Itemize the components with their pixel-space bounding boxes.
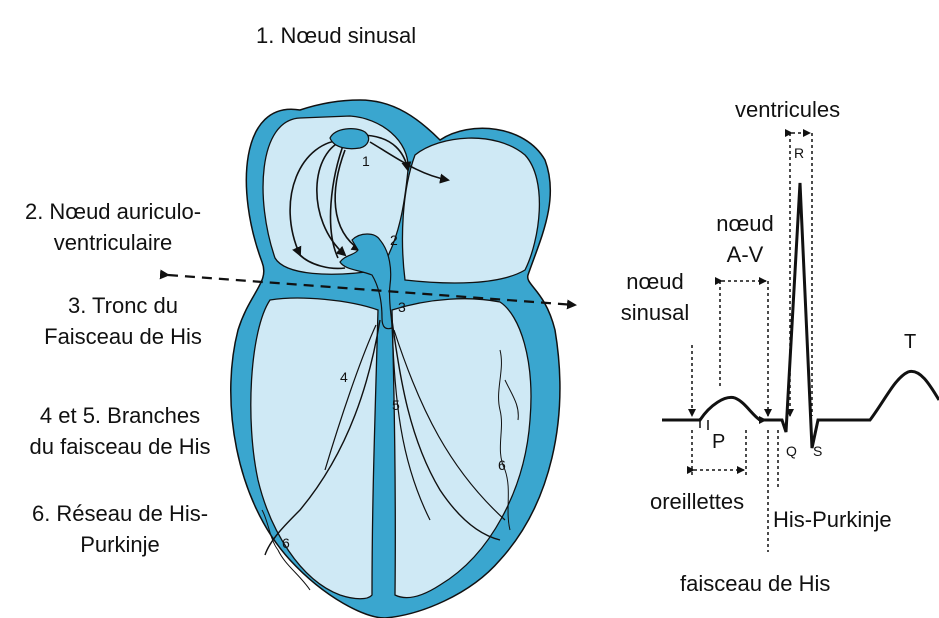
legend-item-6-line1: 6. Réseau de His- [10,498,230,529]
legend-item-2: 2. Nœud auriculo- ventriculaire [8,196,218,258]
legend-item-2-line2: ventriculaire [8,227,218,258]
legend-item-3: 3. Tronc du Faisceau de His [18,290,228,352]
legend-item-2-line1: 2. Nœud auriculo- [8,196,218,227]
legend-item-3-line2: Faisceau de His [18,321,228,352]
ecg-wave-R: R [794,145,804,161]
ecg-wave-S: S [813,443,822,459]
ecg-label-his-purkinje: His-Purkinje [773,504,892,535]
ecg-label-oreillettes: oreillettes [650,486,744,517]
ecg-label-noeud-sinusal: nœud sinusal [610,266,700,328]
legend-item-6-line2: Purkinje [10,529,230,560]
legend-item-4-5: 4 et 5. Branches du faisceau de His [0,400,240,462]
ecg-label-ventricules: ventricules [735,94,840,125]
legend-item-4-5-line2: du faisceau de His [0,431,240,462]
legend-item-1: 1. Nœud sinusal [256,20,416,51]
ecg-label-noeud-av-line1: nœud [700,208,790,239]
legend-item-4-5-line1: 4 et 5. Branches [0,400,240,431]
ecg-wave-T: T [904,331,916,353]
legend-item-6: 6. Réseau de His- Purkinje [10,498,230,560]
ecg-wave-Q: Q [786,443,797,459]
ecg-label-faisceau-de-his: faisceau de His [680,568,830,599]
ecg-label-noeud-sinusal-line1: nœud [610,266,700,297]
ecg-label-noeud-av-line2: A-V [700,239,790,270]
ecg-label-noeud-sinusal-line2: sinusal [610,297,700,328]
legend-item-3-line1: 3. Tronc du [18,290,228,321]
ecg-label-noeud-av: nœud A-V [700,208,790,270]
ecg-wave-P: P [712,431,725,453]
